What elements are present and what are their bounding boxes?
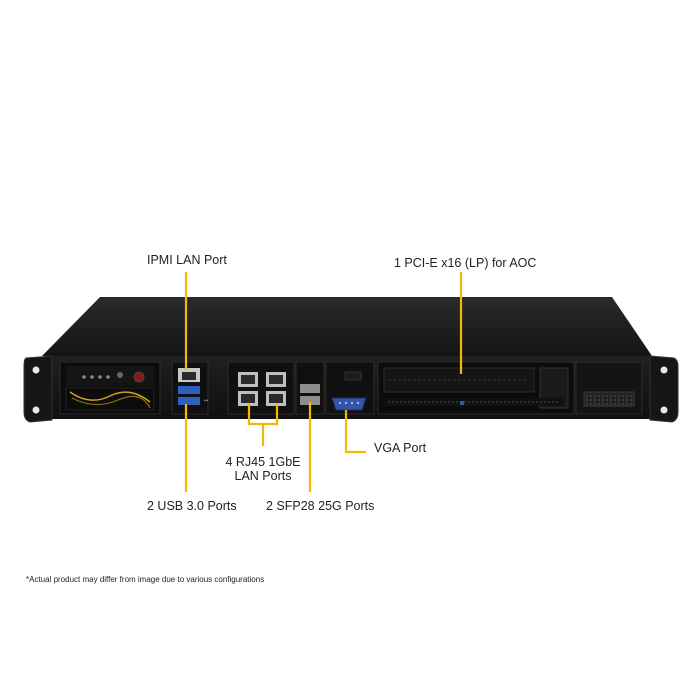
usb-port-1: [178, 386, 200, 394]
sfp28-ports-label: 2 SFP28 25G Ports: [266, 499, 375, 513]
pcie-slot-area: [377, 361, 575, 415]
vga-port-label: VGA Port: [374, 441, 427, 455]
front-control-panel: [59, 361, 161, 415]
left-rack-ear: [23, 355, 53, 423]
chassis-top: [42, 297, 652, 356]
rear-vent-grid: [575, 361, 643, 415]
ipmi-lan-port-label: IPMI LAN Port: [147, 253, 227, 267]
callout-lines: [184, 272, 463, 492]
callout-vga: [344, 410, 366, 454]
ipmi-usb-block: ↔: [171, 361, 209, 415]
disclaimer-note: *Actual product may differ from image du…: [26, 575, 265, 584]
rj45-lan-ports-label: 4 RJ45 1GbE LAN Ports: [225, 455, 301, 483]
vga-block: [325, 361, 375, 415]
right-rack-ear: [649, 355, 679, 423]
svg-text:↔: ↔: [204, 398, 208, 404]
usb-ports-label: 2 USB 3.0 Ports: [147, 499, 237, 513]
usb-port-2: [178, 397, 200, 405]
pcie-slot-label: 1 PCI-E x16 (LP) for AOC: [394, 256, 537, 270]
rj45-lan-block: [227, 361, 295, 415]
